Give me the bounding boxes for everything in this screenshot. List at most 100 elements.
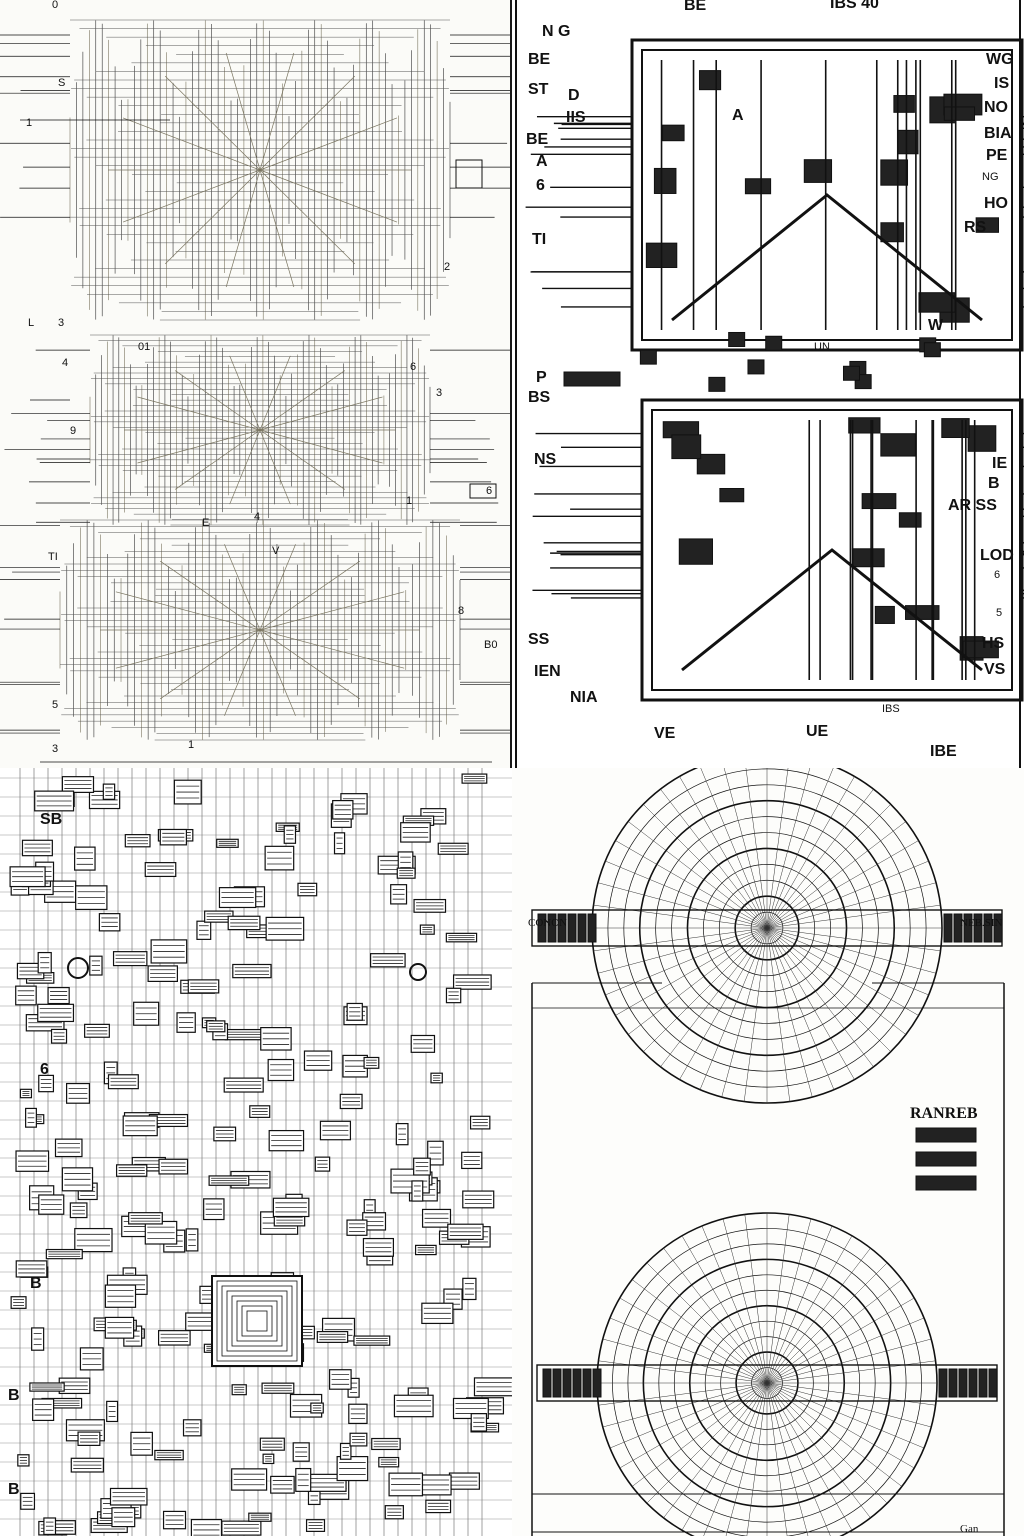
wire (681, 548, 983, 672)
wire (602, 1338, 768, 1384)
component-block (851, 548, 885, 568)
label: ST (528, 81, 549, 98)
wire (229, 429, 261, 505)
component-block (531, 1493, 1005, 1533)
wire (663, 1247, 768, 1384)
component-block (653, 167, 677, 194)
wire (615, 840, 768, 929)
wire (766, 1225, 833, 1384)
wire (766, 840, 919, 929)
wire (175, 370, 261, 431)
wire (122, 169, 261, 223)
label: IBE (930, 743, 957, 760)
wire (597, 927, 768, 974)
component-block (861, 493, 897, 510)
wire (605, 927, 768, 996)
wire (745, 768, 768, 929)
wire (259, 355, 291, 431)
wire (225, 52, 261, 171)
component-block (744, 178, 772, 195)
wire (259, 429, 383, 464)
wire (593, 927, 768, 952)
label: IE (992, 455, 1008, 472)
wire (746, 1382, 768, 1536)
label: AR SS (948, 497, 997, 514)
label: WG (986, 51, 1014, 68)
wire (679, 927, 768, 1080)
wire (619, 1382, 768, 1469)
label: BE (528, 51, 551, 68)
wire (725, 1382, 768, 1536)
label: BIA (984, 125, 1012, 142)
label: B0 (484, 639, 498, 651)
panel-top-left: 0 S 1 2 L 3 01 4 9 3 1 6 6 TI E V 8 B0 3… (0, 0, 512, 768)
component-block (915, 1127, 977, 1143)
component-block (915, 1151, 977, 1167)
component-block (640, 398, 1024, 702)
circular-plan (531, 768, 1005, 1536)
wire (615, 927, 768, 1016)
label: 0 (52, 0, 59, 11)
component-block (221, 1285, 293, 1357)
component-block (211, 1275, 303, 1367)
label: NS (534, 451, 557, 468)
wire (766, 927, 791, 1102)
label: W (928, 317, 944, 334)
label: BE (684, 0, 707, 14)
wire (766, 1247, 871, 1384)
panel-bottom-right: CONON NEB.SIN RANREB Gan (512, 768, 1024, 1536)
component-block (765, 335, 783, 351)
wire (766, 927, 891, 1052)
component-block (962, 640, 999, 659)
component-block (983, 913, 993, 943)
wire (766, 927, 855, 1080)
wire (631, 1279, 768, 1384)
panel-top-right: BE IBS 40 N G BE ST D IIS A BE A 6 TI WG… (512, 0, 1024, 768)
wire (224, 629, 261, 716)
label: PE (986, 147, 1008, 164)
wire (766, 1382, 903, 1487)
label: V (272, 545, 280, 557)
wire (259, 629, 405, 669)
component-block (968, 1368, 978, 1398)
wire (259, 560, 360, 631)
label: RS (964, 219, 987, 236)
blueprint-top-left (0, 19, 512, 763)
component-block (639, 349, 657, 365)
label: CONON (528, 917, 568, 929)
component-block (567, 913, 577, 943)
component-block (728, 331, 746, 347)
label: VE (654, 725, 676, 742)
label: 4 (254, 511, 261, 523)
wire (766, 904, 941, 929)
label: HS (982, 635, 1005, 652)
wire (259, 370, 345, 431)
wire (766, 776, 855, 929)
component-block (651, 409, 1013, 691)
component-block (662, 124, 685, 142)
component-block (231, 1295, 283, 1347)
wire (609, 1382, 768, 1449)
label: 3 (52, 743, 59, 755)
label: TI (48, 551, 58, 563)
wire (259, 396, 383, 431)
label: 5 (52, 699, 59, 711)
label: 6 (40, 1061, 49, 1078)
component-block (975, 217, 999, 233)
wire (259, 169, 356, 265)
wire (766, 789, 874, 929)
wire (766, 1297, 915, 1384)
label: NIA (570, 689, 598, 706)
label: B (30, 1275, 42, 1292)
component-block (880, 222, 904, 243)
component-block (582, 1368, 592, 1398)
label: P (536, 369, 547, 386)
label: A (536, 153, 548, 170)
component-block (557, 913, 567, 943)
wire (766, 927, 937, 974)
component-block (572, 1368, 582, 1398)
component-block (803, 159, 833, 183)
wire (766, 1338, 932, 1384)
wire (609, 1317, 768, 1384)
component-block (455, 159, 483, 189)
